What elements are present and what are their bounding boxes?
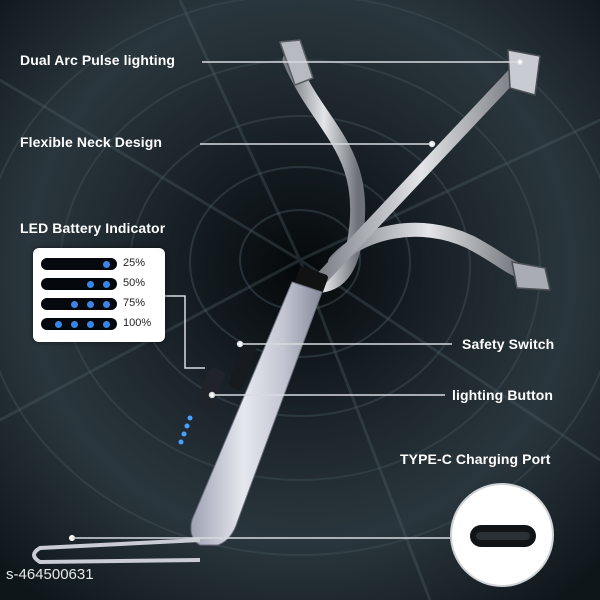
battery-indicator-panel: 25% 50% 75% 100% (33, 248, 165, 342)
led-dot (103, 261, 110, 268)
usb-c-contact (476, 532, 530, 540)
battery-row-50: 50% (41, 277, 163, 291)
label-flexible-neck: Flexible Neck Design (20, 134, 163, 150)
usb-c-port-closeup (450, 483, 554, 587)
led-dot (71, 301, 78, 308)
battery-row-100: 100% (41, 317, 163, 331)
label-lighting-button: lighting Button (452, 387, 554, 403)
led-dot (71, 321, 78, 328)
battery-label: 75% (123, 297, 146, 309)
battery-row-25: 25% (41, 257, 163, 271)
label-dual-arc: Dual Arc Pulse lighting (20, 52, 176, 68)
led-dot (87, 301, 94, 308)
watermark-id: s-464500631 (6, 566, 94, 583)
led-dot (87, 321, 94, 328)
led-dot (103, 321, 110, 328)
battery-bar (41, 278, 117, 290)
battery-label: 50% (123, 277, 146, 289)
led-dot (55, 321, 62, 328)
battery-bar (41, 318, 117, 330)
led-dot (103, 301, 110, 308)
label-charging-port: TYPE-C Charging Port (400, 451, 551, 467)
battery-bar (41, 258, 117, 270)
battery-row-75: 75% (41, 297, 163, 311)
led-dot (87, 281, 94, 288)
battery-label: 100% (123, 317, 152, 329)
led-dot (103, 281, 110, 288)
battery-label: 25% (123, 257, 146, 269)
battery-bar (41, 298, 117, 310)
label-led-indicator: LED Battery Indicator (20, 220, 166, 236)
usb-c-slot-icon (470, 525, 536, 547)
label-safety-switch: Safety Switch (462, 336, 555, 352)
